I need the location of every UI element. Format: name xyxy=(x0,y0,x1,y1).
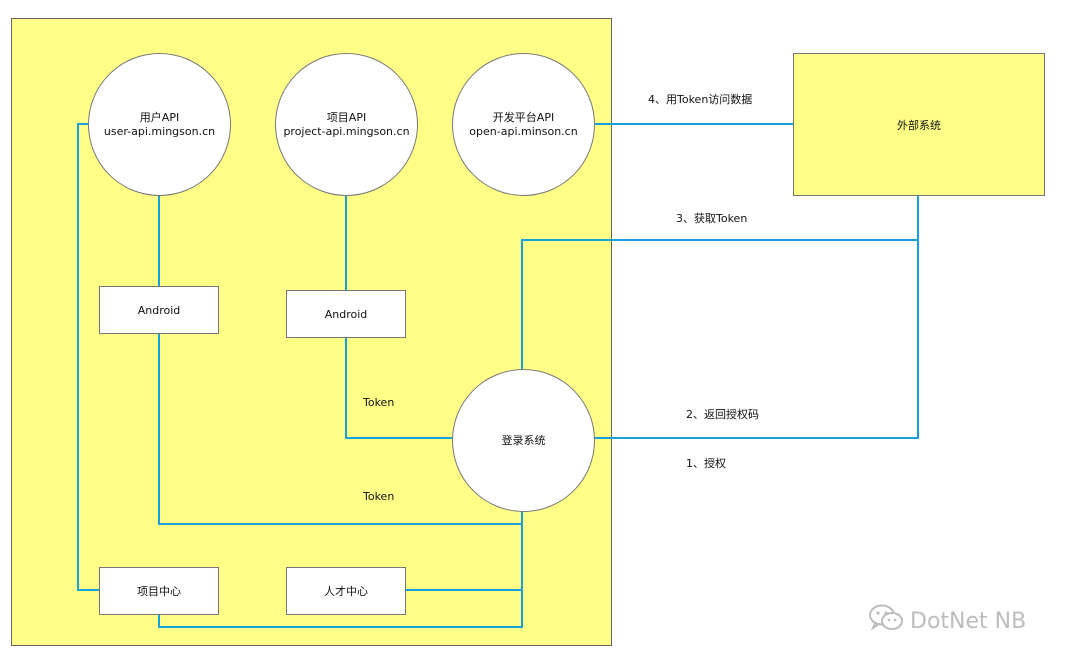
android-box-2: Android xyxy=(286,290,406,338)
edge-login-external-auth xyxy=(594,240,919,439)
step4-label: 4、用Token访问数据 xyxy=(648,93,753,106)
open-api-node: 开发平台API open-api.minson.cn xyxy=(452,53,595,196)
project-api-node: 项目API project-api.mingson.cn xyxy=(275,53,418,196)
project-api-title: 项目API xyxy=(326,110,367,124)
edge-external-login-token xyxy=(521,195,919,370)
token-label-lower: Token xyxy=(363,490,395,503)
project-api-domain: project-api.mingson.cn xyxy=(283,124,410,138)
step3-label: 3、获取Token xyxy=(676,212,748,225)
edge-android2-login xyxy=(345,336,452,439)
android-box-1: Android xyxy=(99,286,219,334)
wechat-icon xyxy=(868,603,904,639)
watermark-text: DotNet NB xyxy=(910,608,1027,634)
edge-android1-login xyxy=(158,333,523,525)
talent-center-box: 人才中心 xyxy=(286,567,406,615)
user-api-title: 用户API xyxy=(139,110,180,124)
watermark: DotNet NB xyxy=(868,603,1026,639)
token-label-upper: Token xyxy=(363,396,395,409)
user-api-node: 用户API user-api.mingson.cn xyxy=(88,53,231,196)
step2-label: 2、返回授权码 xyxy=(686,408,759,421)
step1-label: 1、授权 xyxy=(686,457,726,470)
edge-project-center-bus xyxy=(158,590,523,628)
edge-bus-talent xyxy=(406,524,523,591)
open-api-title: 开发平台API xyxy=(492,110,555,124)
edge-project-center-user-api xyxy=(77,123,99,591)
login-system-label: 登录系统 xyxy=(501,433,546,447)
project-center-box: 项目中心 xyxy=(99,567,219,615)
external-system-box: 外部系统 xyxy=(793,53,1045,196)
open-api-domain: open-api.minson.cn xyxy=(469,124,578,138)
user-api-domain: user-api.mingson.cn xyxy=(103,124,216,138)
login-system-node: 登录系统 xyxy=(452,369,595,512)
